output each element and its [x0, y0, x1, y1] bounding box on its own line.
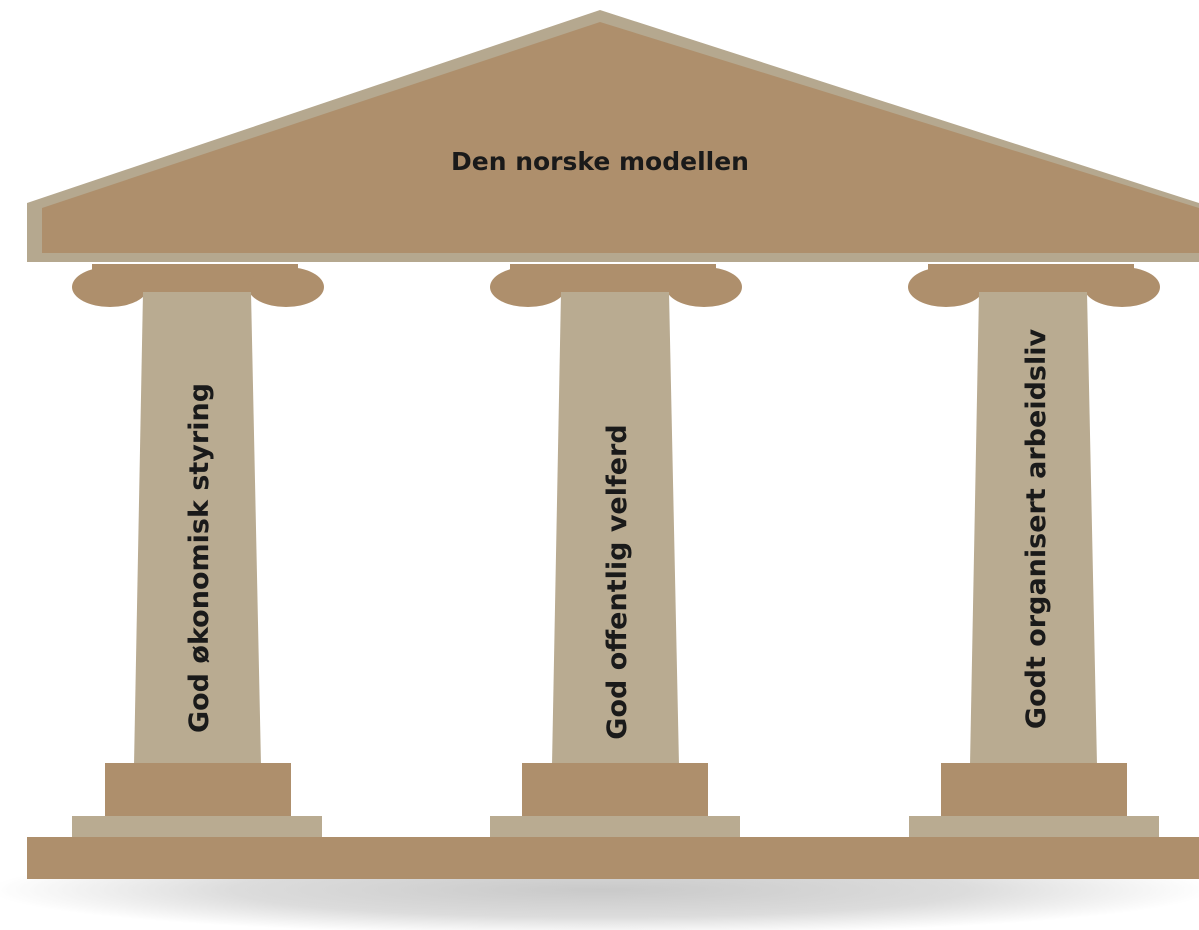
plinth-upper-1	[105, 763, 291, 818]
pillar-2: God offentlig velferd	[490, 264, 742, 838]
capital-1	[72, 264, 324, 307]
pillar-label-3: Godt organisert arbeidsliv	[1021, 329, 1052, 730]
pillar-label-2: God offentlig velferd	[602, 424, 633, 739]
shaft-2	[552, 292, 679, 765]
capital-2	[490, 264, 742, 307]
capital-3	[908, 264, 1160, 307]
roof-title: Den norske modellen	[451, 147, 749, 176]
shaft-1	[134, 292, 261, 765]
pillar-1: God økonomisk styring	[72, 264, 324, 838]
plinth-lower-1	[72, 816, 322, 838]
roof-pediment	[42, 22, 1199, 253]
roof: Den norske modellen	[27, 10, 1199, 262]
pillar-3: Godt organisert arbeidsliv	[908, 264, 1160, 838]
plinth-lower-2	[490, 816, 740, 838]
pillar-label-1: God økonomisk styring	[184, 383, 215, 733]
shaft-3	[970, 292, 1097, 765]
temple-base	[27, 837, 1199, 879]
plinth-lower-3	[909, 816, 1159, 838]
plinth-upper-3	[941, 763, 1127, 818]
plinth-upper-2	[522, 763, 708, 818]
